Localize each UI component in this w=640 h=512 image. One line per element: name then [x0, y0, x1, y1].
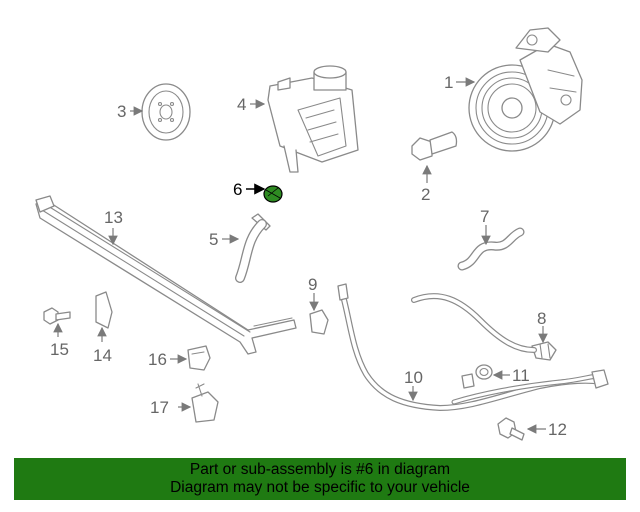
- callout-5: 5: [209, 230, 218, 249]
- hose-clip[interactable]: [309, 309, 329, 335]
- return-hose[interactable]: [457, 227, 525, 271]
- callout-17: 17: [150, 398, 169, 417]
- mounting-bracket[interactable]: [95, 291, 113, 329]
- callout-8: 8: [537, 309, 546, 328]
- callout-14: 14: [93, 346, 112, 365]
- callout-2: 2: [421, 185, 430, 204]
- tube-clip[interactable]: [187, 345, 211, 371]
- callout-1: 1: [444, 73, 453, 92]
- callout-11: 11: [512, 366, 530, 385]
- hose-clamp-highlighted[interactable]: [263, 185, 283, 203]
- callout-9: 9: [308, 275, 317, 294]
- callout-13: 13: [104, 208, 123, 227]
- pulley[interactable]: [141, 83, 191, 141]
- callout-4: 4: [237, 95, 246, 114]
- info-banner: Part or sub-assembly is #6 in diagram Di…: [14, 458, 626, 500]
- pump-stud[interactable]: [411, 131, 458, 161]
- callout-10: 10: [404, 368, 423, 387]
- callout-7: 7: [480, 207, 489, 226]
- callout-12: 12: [548, 420, 567, 439]
- suction-hose[interactable]: [235, 213, 271, 283]
- mounting-bolt[interactable]: [43, 307, 71, 325]
- banner-line-1: Part or sub-assembly is #6 in diagram: [189, 461, 451, 478]
- callout-15: 15: [50, 340, 69, 359]
- callout-16: 16: [148, 350, 167, 369]
- callout-6: 6: [233, 180, 242, 199]
- o-ring[interactable]: [475, 364, 493, 380]
- tube-clamp[interactable]: [191, 383, 219, 423]
- banner-line-2: Diagram may not be specific to your vehi…: [170, 479, 470, 496]
- callout-3: 3: [117, 102, 126, 121]
- power-steering-pump[interactable]: [468, 27, 583, 152]
- parts-diagram: 1 2 3 4 5 6: [35, 27, 609, 441]
- fluid-reservoir[interactable]: [267, 65, 359, 173]
- pressure-hose[interactable]: [337, 283, 609, 412]
- banjo-bolt[interactable]: [497, 417, 525, 441]
- cooler-tube[interactable]: [35, 195, 297, 355]
